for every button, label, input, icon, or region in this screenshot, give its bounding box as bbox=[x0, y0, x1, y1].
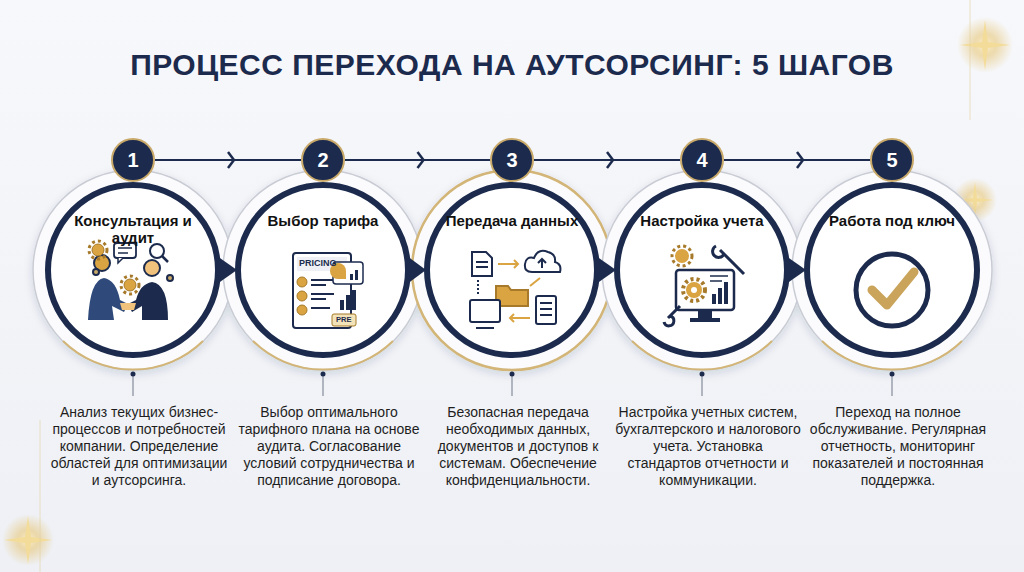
step-connector bbox=[724, 152, 870, 168]
step-number-badge: 1 bbox=[111, 138, 155, 182]
step-number: 4 bbox=[696, 149, 707, 172]
step-number-badge: 4 bbox=[680, 138, 724, 182]
step-connector bbox=[155, 152, 301, 168]
step-circle: Работа под ключПереход на полное обслужи… bbox=[804, 182, 980, 358]
illustration-label: PRE bbox=[336, 315, 351, 324]
step-circle: Выбор тарифаВыбор оптимального тарифного… bbox=[235, 182, 411, 358]
step-description: Настройка учетных систем, бухгалтерского… bbox=[615, 404, 801, 489]
step-number-badge: 5 bbox=[870, 138, 914, 182]
step-heading: Передача данных bbox=[442, 212, 582, 229]
step-connector bbox=[345, 152, 490, 168]
step-connector bbox=[534, 152, 680, 168]
setup-icon bbox=[664, 246, 744, 326]
illustration-label: PRICING bbox=[299, 258, 337, 268]
consultation-icon bbox=[88, 241, 173, 320]
step-number: 5 bbox=[886, 149, 897, 172]
step-number: 1 bbox=[127, 149, 138, 172]
step-number: 3 bbox=[506, 149, 517, 172]
checkmark-icon bbox=[856, 254, 928, 326]
step-heading: Выбор тарифа bbox=[253, 212, 393, 229]
step-circle: Передача данныхБезопасная передача необх… bbox=[424, 182, 600, 358]
diagram-title: ПРОЦЕСС ПЕРЕХОДА НА АУТСОРСИНГ: 5 ШАГОВ bbox=[0, 48, 1024, 82]
step-number-badge: 2 bbox=[301, 138, 345, 182]
step-description: Переход на полное обслуживание. Регулярн… bbox=[805, 404, 991, 489]
step-number-badge: 3 bbox=[490, 138, 534, 182]
step-heading: Консультация и аудит bbox=[63, 212, 203, 247]
step-description: Безопасная передача необходимых данных, … bbox=[425, 404, 611, 489]
data-transfer-icon bbox=[470, 251, 560, 328]
step-description: Анализ текущих бизнес-процессов и потреб… bbox=[46, 404, 232, 489]
step-circle: Настройка учетаНастройка учетных систем,… bbox=[614, 182, 790, 358]
pricing-icon bbox=[293, 253, 363, 328]
step-description: Выбор оптимального тарифного плана на ос… bbox=[236, 404, 422, 489]
step-heading: Настройка учета bbox=[632, 212, 772, 229]
step-circle: Консультация и аудитАнализ текущих бизне… bbox=[45, 182, 221, 358]
step-number: 2 bbox=[317, 149, 328, 172]
step-heading: Работа под ключ bbox=[822, 212, 962, 229]
